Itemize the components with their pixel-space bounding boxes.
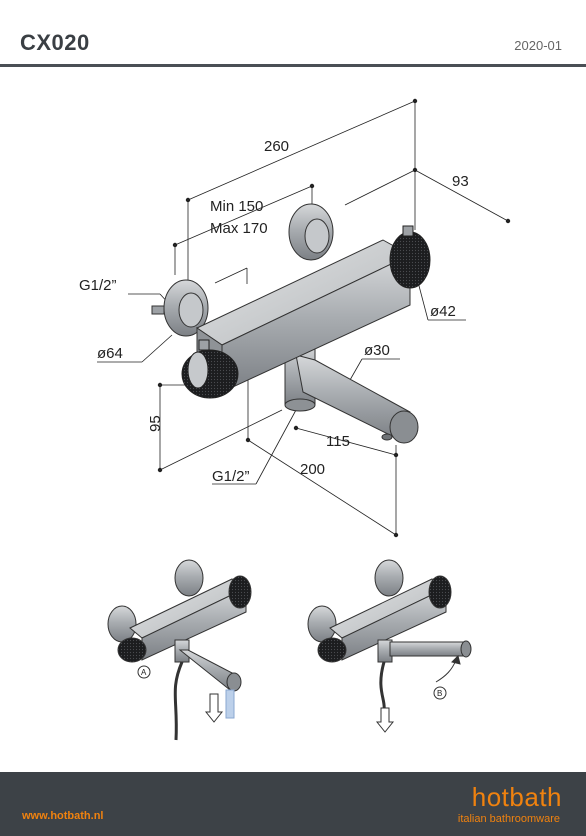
wall-rosette-left [151, 279, 209, 337]
dim-spout-offset: 115 [326, 433, 350, 450]
header-divider [0, 64, 586, 67]
page-header: CX020 2020-01 [0, 0, 586, 67]
dim-outlet-thread: G1/2” [212, 468, 250, 485]
dim-height: 95 [147, 415, 164, 432]
page-footer: www.hotbath.nl hotbath italian bathroomw… [0, 772, 586, 836]
website-link[interactable]: www.hotbath.nl [22, 810, 104, 822]
brand-logo-text: hotbath [471, 782, 562, 812]
dim-min-center: Min 150 [210, 198, 263, 215]
dim-depth: 93 [452, 173, 469, 190]
usage-marker-a: A [141, 668, 147, 677]
dim-max-center: Max 170 [210, 220, 268, 237]
thermostatic-knob-right [389, 225, 431, 289]
dim-spout-length: 200 [300, 461, 325, 478]
dimension-lines [97, 98, 511, 538]
dim-knob-diameter: ø42 [430, 303, 456, 320]
technical-drawing: 260 93 Min 150 Max 170 G1/2” ø64 ø42 ø30… [79, 98, 511, 741]
usage-diagram-a: A [107, 559, 252, 741]
main-product-view: 260 93 Min 150 Max 170 G1/2” ø64 ø42 ø30… [79, 98, 511, 538]
wall-rosette-right [288, 203, 334, 261]
dim-inlet-thread: G1/2” [79, 277, 117, 294]
dimension-labels: 260 93 Min 150 Max 170 G1/2” ø64 ø42 ø30… [79, 138, 469, 485]
product-code: CX020 [20, 30, 90, 55]
flow-knob-left [181, 339, 239, 399]
brand-tagline: italian bathroomware [457, 813, 560, 825]
dim-overall-width: 260 [264, 138, 289, 155]
document-date: 2020-01 [514, 38, 562, 53]
usage-diagram-b: B [307, 559, 472, 733]
dim-rosette-diameter: ø64 [97, 345, 123, 362]
dim-spout-diameter: ø30 [364, 342, 390, 359]
bath-spout [284, 344, 419, 444]
usage-marker-b: B [437, 689, 442, 698]
